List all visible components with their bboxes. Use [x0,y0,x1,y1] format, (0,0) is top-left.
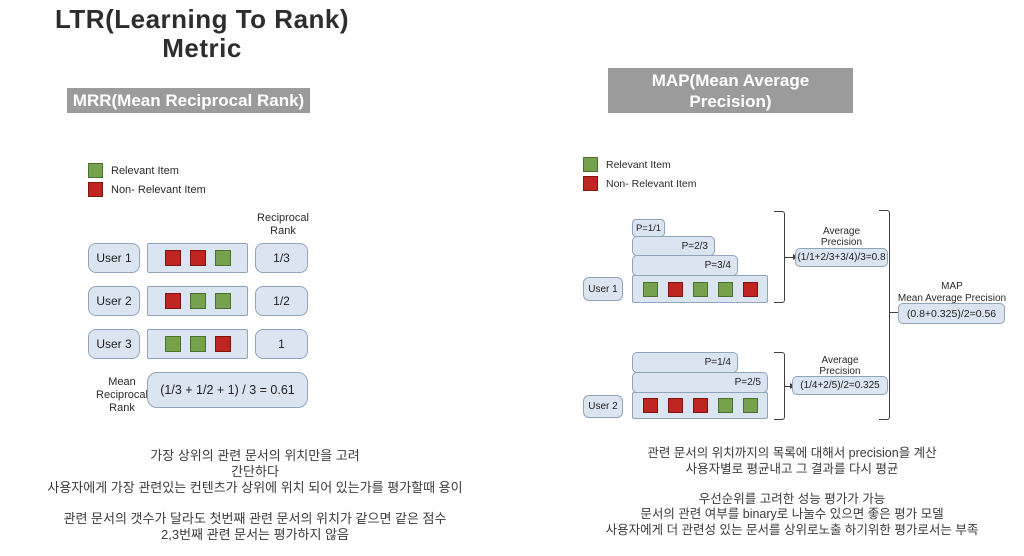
precision-box: P=2/3 [632,236,715,256]
map-legend-non-relevant: Non- Relevant Item [583,176,696,191]
note-line: 간단하다 [231,464,279,480]
note-line: 사용자에게 더 관련성 있는 문서를 상위로노출 하기위한 평가로서는 부족 [605,523,979,538]
average-precision-formula-box: (1/1+2/3+3/4)/3=0.8 [795,248,888,267]
non-relevant-swatch-icon [88,182,103,197]
map-header-line1: MAP(Mean Average [651,70,810,90]
ranked-items-box [147,286,248,316]
user-label-box: User 2 [583,395,623,418]
note-line: 우선순위를 고려한 성능 평가가 가능 [698,491,886,506]
non-relevant-item-square [189,250,206,266]
non-relevant-item-square [742,281,758,297]
precision-box: P=3/4 [632,255,738,276]
ranked-items-box [632,392,768,419]
non-relevant-item-square [642,398,658,413]
map-bracket [879,210,890,420]
legend-label: Relevant Item [606,158,671,171]
reciprocal-rank-value-box: 1 [255,329,308,359]
mrr-formula-box: (1/3 + 1/2 + 1) / 3 = 0.61 [147,372,308,408]
average-precision-label: Average Precision [792,355,888,377]
note-line: 문서의 관련 여부를 binary로 나눌수 있으면 좋은 평가 모델 [640,507,944,522]
mrr-notes: 가장 상위의 관련 문서의 위치만을 고려 간단하다 사용자에게 가장 관련있는… [4,448,506,543]
relevant-item-square [164,336,181,352]
relevant-item-square [189,293,206,309]
note-line: 2,3번째 관련 문서는 평가하지 않음 [161,526,349,542]
legend-label: Relevant Item [111,164,179,177]
relevant-item-square [214,250,231,266]
reciprocal-rank-value-box: 1/3 [255,243,308,273]
non-relevant-item-square [164,293,181,309]
relevant-item-square [642,281,658,297]
non-relevant-item-square [667,281,683,297]
average-precision-label: Average Precision [795,226,888,248]
map-header-line2: Precision) [689,91,772,111]
non-relevant-item-square [692,398,708,413]
relevant-item-square [692,281,708,297]
relevant-item-square [717,281,733,297]
note-line: 사용자에게 가장 관련있는 컨텐츠가 상위에 위치 되어 있는가를 평가할때 용… [47,480,463,496]
user2-bracket [774,352,785,420]
mean-label-line1: Mean [108,376,136,388]
user1-arrow-icon [785,254,798,260]
precision-box: P=2/5 [632,372,768,393]
ap-label-line1: Average [821,355,859,366]
note-line: 관련 문서의 갯수가 달라도 첫번째 관련 문서의 위치가 같으면 같은 점수 [63,510,447,526]
map-label-line1: MAP [941,281,963,292]
map-legend-relevant: Relevant Item [583,157,671,172]
ranked-items-box [147,329,248,359]
precision-box: P=1/1 [632,219,665,237]
mean-label-line3: Rank [109,402,135,414]
non-relevant-item-square [164,250,181,266]
ap-label-line2: Precision [819,366,861,377]
page-title-line1: LTR(Learning To Rank) [54,4,350,34]
mrr-legend-relevant: Relevant Item [88,163,179,178]
map-label-line2: Mean Average Precision [897,292,1007,304]
non-relevant-item-square [214,336,231,352]
average-precision-formula-box: (1/4+2/5)/2=0.325 [792,376,888,395]
relevant-swatch-icon [88,163,103,178]
user-label-box: User 1 [583,277,623,301]
map-formula-box: (0.8+0.325)/2=0.56 [898,303,1005,324]
reciprocal-rank-value-box: 1/2 [255,286,308,316]
note-line: 가장 상위의 관련 문서의 위치만을 고려 [150,448,360,463]
non-relevant-swatch-icon [583,176,598,191]
mrr-section-header: MRR(Mean Reciprocal Rank) [67,88,310,113]
relevant-item-square [189,336,206,352]
reciprocal-rank-column-label: Reciprocal Rank [253,212,313,237]
user-label-box: User 1 [88,243,140,273]
non-relevant-item-square [667,398,683,413]
mrr-legend-non-relevant: Non- Relevant Item [88,182,206,197]
user-label-box: User 2 [88,286,140,316]
page-title-line2: Metric [162,33,242,63]
ap-label-line2: Precision [820,237,863,248]
legend-label: Non- Relevant Item [606,177,697,190]
mean-label-line2: Reciprocal [96,389,148,401]
note-line: 사용자별로 평균내고 그 결과를 다시 평균 [685,461,899,476]
user2-arrow-icon [785,383,795,389]
ap-label-line1: Average [822,226,861,237]
relevant-item-square [214,293,231,309]
map-section-header: MAP(Mean Average Precision) [608,68,853,113]
column-label-line2: Rank [270,224,296,237]
map-result-label: MAP Mean Average Precision [896,281,1008,304]
user1-bracket [774,211,785,303]
page-title: LTR(Learning To Rank) Metric [0,5,404,63]
precision-box: P=1/4 [632,352,738,373]
relevant-swatch-icon [583,157,598,172]
ranked-items-box [147,243,248,273]
relevant-item-square [717,398,733,413]
legend-label: Non- Relevant Item [111,183,206,196]
mean-reciprocal-rank-label: Mean Reciprocal Rank [86,376,158,415]
ranked-items-box [632,275,768,303]
map-notes: 관련 문서의 위치까지의 목록에 대해서 precision을 계산 사용자별로… [562,446,1022,539]
note-line: 관련 문서의 위치까지의 목록에 대해서 precision을 계산 [647,446,937,460]
user-label-box: User 3 [88,329,140,359]
relevant-item-square [742,398,758,413]
column-label-line1: Reciprocal [257,212,309,224]
